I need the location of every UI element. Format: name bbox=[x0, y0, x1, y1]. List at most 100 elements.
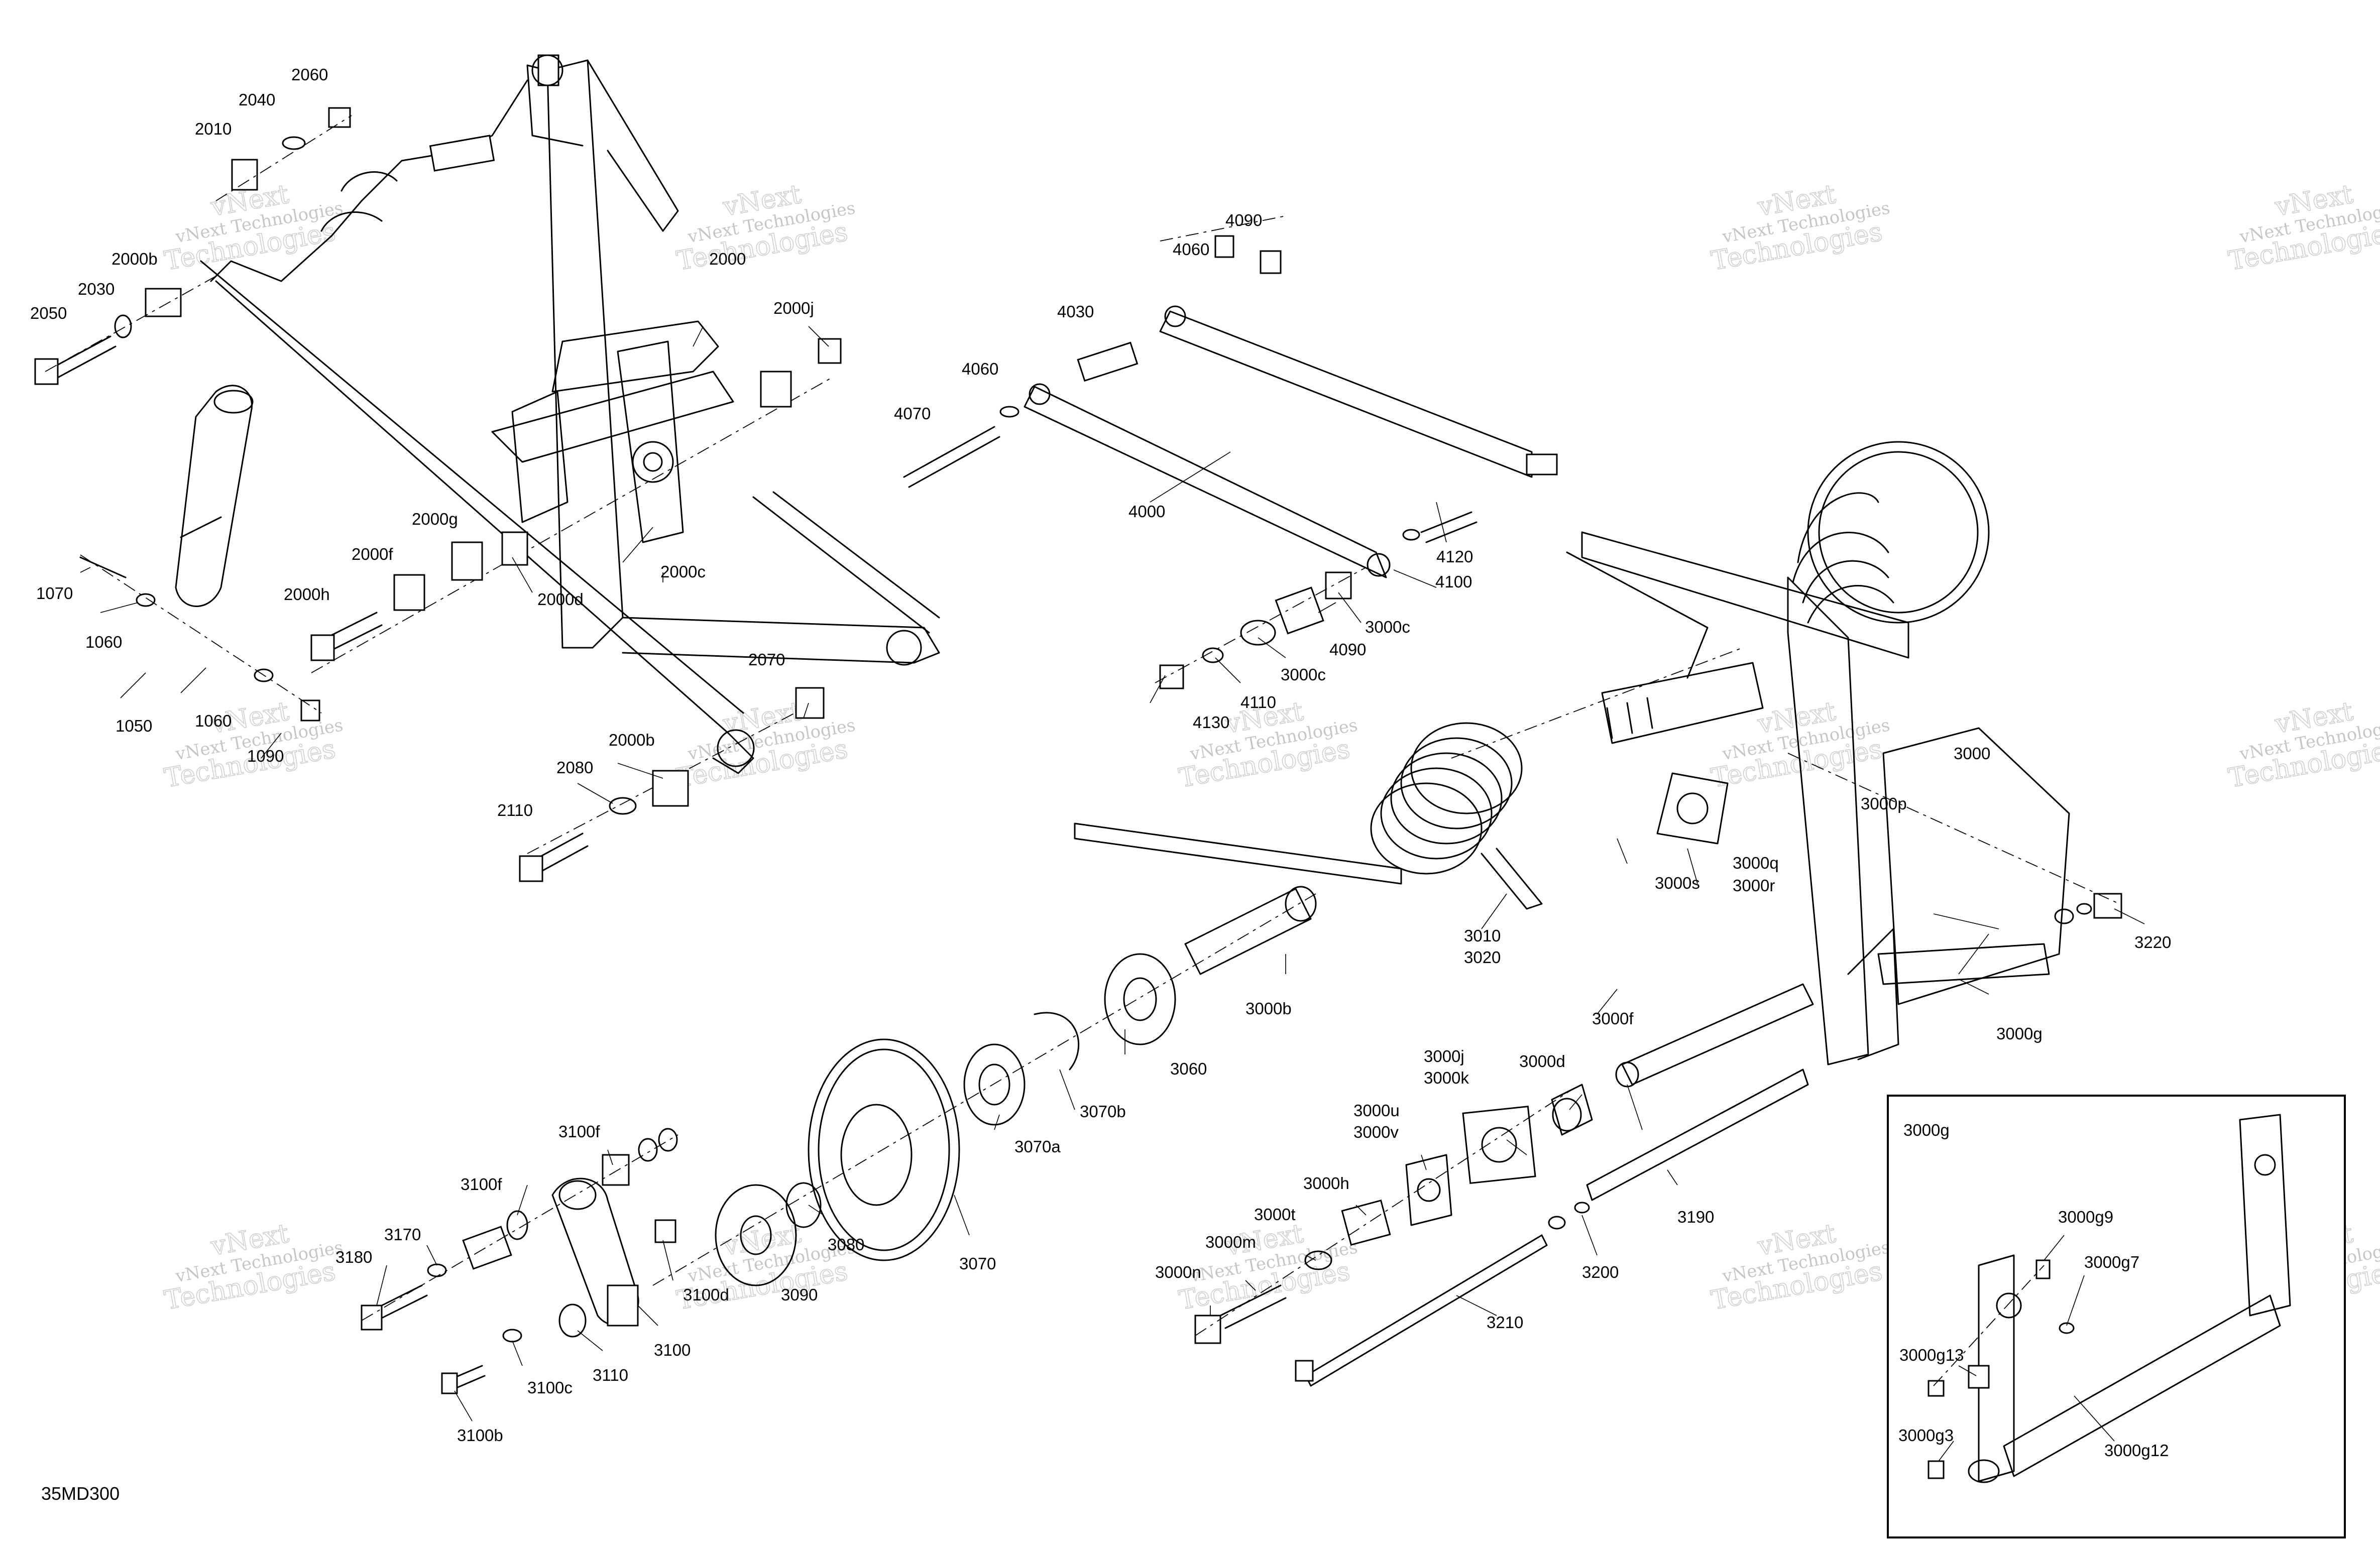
inset-3000g bbox=[1887, 1095, 2346, 1538]
part-label-1060-a: 1060 bbox=[85, 633, 122, 651]
part-label-2060: 2060 bbox=[291, 65, 328, 84]
part-label-1050: 1050 bbox=[116, 717, 152, 735]
part-label-3000n: 3000n bbox=[1155, 1263, 1201, 1281]
part-label-3070a: 3070a bbox=[1014, 1137, 1061, 1156]
part-label-3000g3: 3000g3 bbox=[1898, 1426, 1954, 1445]
part-label-3100: 3100 bbox=[654, 1341, 691, 1359]
part-label-3000g9: 3000g9 bbox=[2058, 1208, 2113, 1226]
part-label-4100: 4100 bbox=[1435, 572, 1472, 591]
pivot-hardware bbox=[1155, 567, 1367, 689]
part-label-3070b: 3070b bbox=[1080, 1102, 1126, 1121]
part-label-3000d: 3000d bbox=[1519, 1052, 1565, 1071]
part-label-3000p: 3000p bbox=[1861, 794, 1907, 813]
part-label-3200: 3200 bbox=[1582, 1263, 1619, 1281]
link-rod-assembly bbox=[903, 215, 1558, 578]
part-label-3000k: 3000k bbox=[1424, 1069, 1469, 1087]
part-label-3190: 3190 bbox=[1677, 1208, 1714, 1226]
part-label-3220: 3220 bbox=[2134, 933, 2171, 952]
part-label-3100f-b: 3100f bbox=[461, 1175, 502, 1194]
part-label-3070: 3070 bbox=[959, 1254, 996, 1273]
part-label-4090-b: 4090 bbox=[1329, 640, 1366, 659]
part-label-3100b: 3100b bbox=[457, 1426, 503, 1445]
part-label-4110: 4110 bbox=[1240, 693, 1276, 711]
rear-arm-assembly bbox=[1074, 441, 2122, 1387]
diagram-code: 35MD300 bbox=[41, 1483, 120, 1504]
part-label-3210: 3210 bbox=[1487, 1313, 1523, 1332]
part-label-3060: 3060 bbox=[1170, 1059, 1207, 1078]
part-label-2000c: 2000c bbox=[660, 562, 706, 581]
part-label-2000h: 2000h bbox=[284, 585, 330, 604]
part-label-3000q: 3000q bbox=[1733, 854, 1779, 872]
part-label-2000b-a: 2000b bbox=[111, 250, 158, 268]
part-label-4090-a: 4090 bbox=[1225, 211, 1262, 229]
lever-1050 bbox=[79, 385, 322, 722]
part-label-4060-a: 4060 bbox=[1173, 240, 1209, 259]
part-label-3000c-a: 3000c bbox=[1365, 618, 1410, 636]
part-label-2000f: 2000f bbox=[352, 545, 393, 563]
part-label-2110: 2110 bbox=[497, 801, 533, 819]
part-label-3000: 3000 bbox=[1954, 744, 1990, 763]
part-label-1070: 1070 bbox=[36, 584, 73, 603]
part-label-3000g-main: 3000g bbox=[1996, 1024, 2043, 1043]
idler-wheel-assembly bbox=[652, 893, 1316, 1286]
part-label-2000j: 2000j bbox=[773, 299, 814, 317]
part-label-4060-b: 4060 bbox=[962, 360, 998, 378]
part-label-3170: 3170 bbox=[384, 1225, 421, 1244]
part-label-3010: 3010 bbox=[1464, 926, 1501, 945]
part-label-4070: 4070 bbox=[894, 404, 931, 423]
part-label-3000g13: 3000g13 bbox=[1899, 1346, 1964, 1364]
part-label-2030: 2030 bbox=[78, 280, 115, 298]
part-label-4000: 4000 bbox=[1128, 502, 1165, 521]
part-label-3000v: 3000v bbox=[1353, 1123, 1399, 1141]
part-label-3000f: 3000f bbox=[1592, 1009, 1634, 1028]
front-arm-assembly bbox=[200, 54, 940, 774]
part-label-3000m: 3000m bbox=[1205, 1233, 1256, 1251]
part-labels: 2060 2040 2010 2000b 2030 2050 2000 2000j 2000g 2… bbox=[30, 65, 2171, 1460]
part-label-3180: 3180 bbox=[335, 1248, 372, 1266]
part-label-3000b: 3000b bbox=[1245, 999, 1292, 1018]
part-label-1060-b: 1060 bbox=[195, 711, 232, 730]
part-label-3000u: 3000u bbox=[1353, 1101, 1400, 1120]
part-label-3000g12: 3000g12 bbox=[2104, 1441, 2169, 1460]
part-label-3000c-b: 3000c bbox=[1281, 665, 1326, 684]
part-label-2070: 2070 bbox=[748, 650, 785, 669]
part-label-3000t: 3000t bbox=[1254, 1205, 1296, 1224]
part-label-3100c: 3100c bbox=[527, 1378, 573, 1397]
rear-arm-hardware bbox=[1194, 1084, 1593, 1344]
part-label-2040: 2040 bbox=[239, 90, 275, 109]
part-label-3020: 3020 bbox=[1464, 948, 1501, 967]
part-label-1090: 1090 bbox=[247, 747, 284, 765]
part-label-3100d: 3100d bbox=[683, 1285, 729, 1304]
part-label-2080: 2080 bbox=[556, 758, 593, 777]
part-label-2000d: 2000d bbox=[537, 590, 584, 609]
part-label-3000g7: 3000g7 bbox=[2084, 1253, 2139, 1271]
part-label-3080: 3080 bbox=[828, 1235, 864, 1254]
part-label-2000g: 2000g bbox=[412, 510, 458, 528]
part-label-3000s: 3000s bbox=[1655, 874, 1700, 892]
part-label-2050: 2050 bbox=[30, 304, 67, 322]
part-label-3100f-a: 3100f bbox=[558, 1122, 600, 1141]
part-label-4130: 4130 bbox=[1193, 713, 1229, 732]
part-label-4120: 4120 bbox=[1436, 547, 1473, 566]
part-label-2010: 2010 bbox=[195, 120, 232, 138]
part-label-2000b-b: 2000b bbox=[609, 731, 655, 749]
inset-title: 3000g bbox=[1903, 1121, 1950, 1139]
part-label-3000r: 3000r bbox=[1733, 876, 1775, 895]
part-label-2000: 2000 bbox=[709, 250, 746, 268]
part-label-4030: 4030 bbox=[1057, 302, 1094, 321]
part-label-3000j: 3000j bbox=[1424, 1047, 1464, 1065]
lever-3100 bbox=[361, 1128, 678, 1394]
part-label-3000h: 3000h bbox=[1303, 1174, 1349, 1193]
part-label-3090: 3090 bbox=[781, 1285, 818, 1304]
part-label-3110: 3110 bbox=[593, 1366, 628, 1384]
leader-lines bbox=[80, 326, 2145, 1462]
